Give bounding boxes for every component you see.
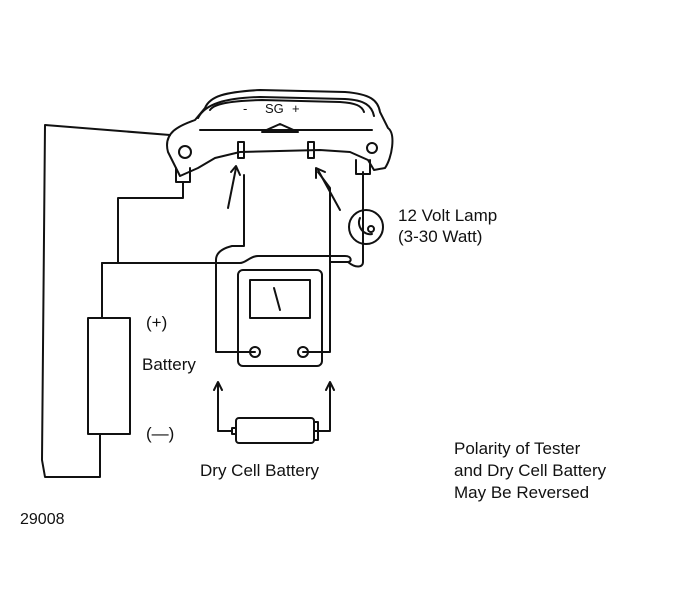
regulator-plus-label: + <box>292 101 300 116</box>
wire-left-terminal <box>117 181 184 263</box>
dry-cell-right-wire <box>313 427 331 432</box>
polarity-note-line1: Polarity of Tester <box>454 439 581 458</box>
regulator-housing <box>166 89 394 177</box>
battery-plus-label: (+) <box>146 313 168 332</box>
wire-lamp-tap <box>211 255 321 264</box>
arrow-dry-right-head <box>325 381 335 391</box>
arrow-left-head <box>230 165 241 176</box>
lamp-label-line1: 12 Volt Lamp <box>398 206 498 225</box>
tester-needle <box>273 287 281 311</box>
battery-label: Battery <box>142 355 196 374</box>
polarity-note: Polarity of Tester and Dry Cell Battery … <box>454 438 606 504</box>
dry-cell <box>217 417 331 444</box>
polarity-note-line3: May Be Reversed <box>454 483 590 502</box>
battery-minus-label: (—) <box>146 424 175 443</box>
arrow-left-up <box>227 167 237 209</box>
battery <box>87 317 131 439</box>
dry-cell-body <box>235 417 315 444</box>
lamp <box>348 209 384 245</box>
regulator: - SG + <box>166 89 394 183</box>
wire-lamp-right <box>329 171 364 268</box>
wire-tester-left <box>215 174 256 353</box>
tester-terminal-left <box>249 346 261 358</box>
dry-cell-left-wire <box>217 427 233 432</box>
arrow-right-head <box>315 167 326 179</box>
tester-terminal-right <box>297 346 309 358</box>
lamp-label: 12 Volt Lamp (3-30 Watt) <box>398 205 497 247</box>
sg-terminal-left <box>237 141 245 159</box>
sg-terminal-right <box>307 141 315 159</box>
lamp-filament <box>358 217 373 236</box>
regulator-top-rim <box>197 96 375 119</box>
lamp-contact <box>367 225 375 233</box>
arrow-right-up <box>317 169 341 211</box>
lamp-label-line2: (3-30 Watt) <box>398 227 483 246</box>
arrows <box>213 165 341 429</box>
wire-outer-loop <box>41 124 171 478</box>
dry-cell-cap <box>313 421 319 441</box>
wire-tester-right <box>302 171 331 353</box>
right-mount-hole <box>366 142 378 154</box>
wires <box>41 124 364 478</box>
regulator-minus-label: - <box>243 101 247 116</box>
tester <box>237 269 323 367</box>
lamp-bulb <box>348 209 384 245</box>
figure-number: 29008 <box>20 511 65 528</box>
tester-body <box>237 269 323 367</box>
regulator-inner-curve <box>209 99 365 113</box>
polarity-note-line2: and Dry Cell Battery <box>454 461 607 480</box>
arrow-dry-left-head <box>213 381 223 391</box>
wire-lamp-rest <box>319 255 352 263</box>
regulator-sg-label: SG <box>265 101 284 116</box>
battery-body <box>87 317 131 435</box>
tester-dial-window <box>249 279 311 319</box>
center-plate <box>261 123 299 133</box>
dry-cell-label: Dry Cell Battery <box>200 461 320 480</box>
left-mount-hole <box>178 145 192 159</box>
